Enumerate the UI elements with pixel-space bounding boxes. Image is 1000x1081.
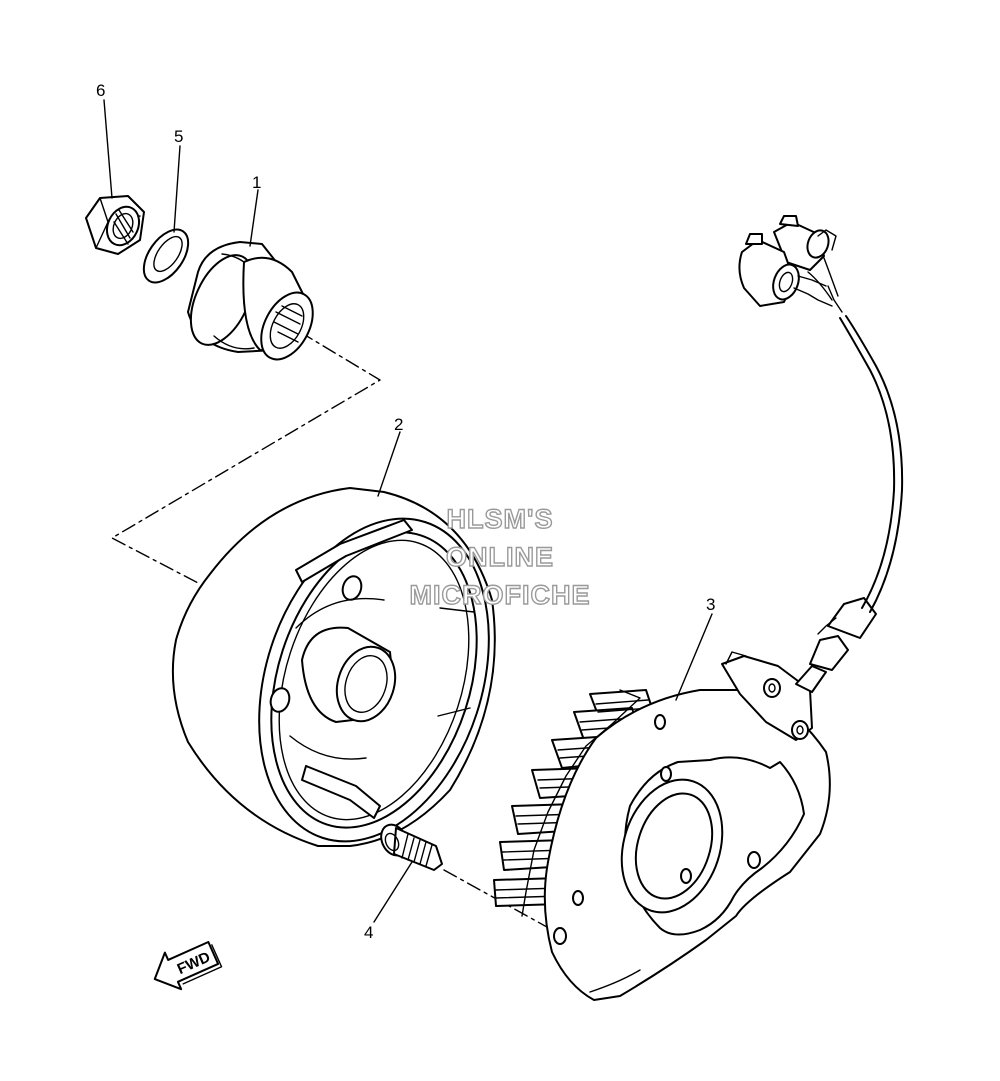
harness-connector	[738, 215, 837, 307]
wire-grommet	[795, 597, 877, 693]
part-4-screw	[380, 823, 443, 871]
wire-harness	[807, 257, 904, 613]
fwd-direction-arrow: FWD	[153, 941, 223, 991]
watermark-line-1: HLSM'S	[447, 504, 554, 534]
part-1-sleeve	[187, 241, 314, 361]
callout-4: 4	[364, 923, 373, 942]
watermark: HLSM'S ONLINE MICROFICHE	[409, 503, 591, 610]
callout-numbers: 6 5 1 2 3 4	[96, 81, 715, 942]
callout-2: 2	[394, 415, 403, 434]
part-3-stator	[493, 597, 877, 1001]
watermark-line-2: ONLINE	[446, 542, 554, 572]
part-5-washer	[142, 228, 190, 284]
watermark-line-3: MICROFICHE	[410, 580, 591, 610]
callout-6: 6	[96, 81, 105, 100]
part-2-flywheel-rotor	[171, 487, 496, 847]
callout-5: 5	[174, 127, 183, 146]
pickup-coil	[721, 651, 813, 741]
callout-1: 1	[252, 173, 261, 192]
part-6-nut	[85, 195, 145, 255]
callout-3: 3	[706, 595, 715, 614]
leader-lines	[103, 99, 713, 923]
arrow-left-icon	[153, 941, 220, 991]
